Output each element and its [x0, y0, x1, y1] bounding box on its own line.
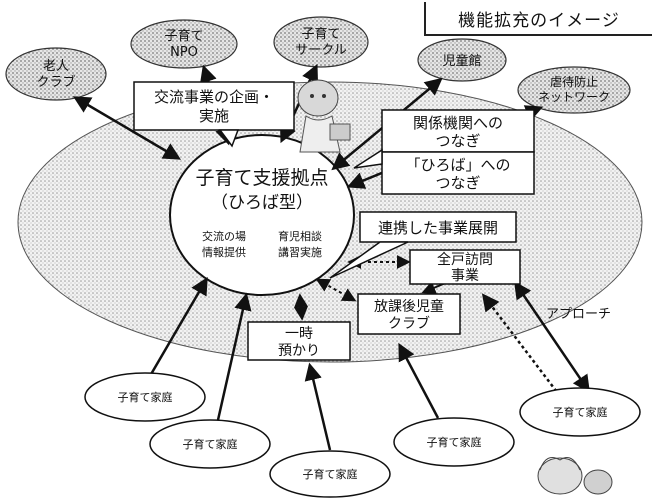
hiroba-box: [381, 151, 535, 195]
temporary-label-2: 預かり: [278, 343, 320, 359]
arrow-family2: [216, 292, 252, 421]
arrow-family1: [148, 276, 208, 377]
abuse-label-2: ネットワーク: [538, 90, 610, 104]
family-label-4: 子育て家庭: [427, 435, 482, 449]
hiroba-label-2: つなぎ: [435, 174, 480, 192]
hub-function-3: 情報提供: [202, 245, 246, 259]
abuse-label-1: 虐待防止: [550, 74, 598, 89]
family-label-5: 子育て家庭: [553, 405, 608, 419]
relations-pointer: [353, 148, 383, 169]
npo-label-1: 子育て: [164, 28, 203, 44]
elderly-label-1: 老人: [43, 59, 69, 74]
relations-label-2: つなぎ: [435, 132, 480, 150]
collab-box: [359, 211, 517, 243]
exchange-box: [133, 81, 295, 131]
approach-label: アプローチ: [546, 307, 611, 322]
exchange-label-1: 交流事業の企画・: [154, 88, 274, 106]
family-node-5: [519, 387, 641, 437]
exchange-label-2: 実施: [199, 107, 229, 125]
arrow-hub-temporary: [294, 293, 308, 321]
afterschool-label-1: 放課後児童: [374, 298, 444, 315]
family-node-4: [393, 417, 515, 467]
hub-title: 子育て支援拠点: [195, 167, 328, 189]
arrow-hub-afterschool: [315, 278, 357, 302]
relations-label-1: 関係機関への: [413, 114, 503, 132]
temporary-box: [247, 321, 351, 361]
npo-label-2: NPO: [170, 45, 198, 60]
staff-illustration: [297, 79, 351, 153]
temporary-label-1: 一時: [285, 326, 313, 342]
arrow-family3: [304, 362, 332, 451]
hub-function-4: 講習実施: [278, 245, 322, 259]
relations-box: [381, 109, 535, 153]
family-label-1: 子育て家庭: [118, 390, 173, 404]
afterschool-label-2: クラブ: [388, 315, 430, 332]
abuse-network-node: [517, 66, 631, 114]
diagram-title: 機能拡充のイメージ: [424, 2, 652, 36]
elderly-club-node: [5, 47, 107, 101]
hiroba-label-1: 「ひろば」への: [405, 156, 510, 174]
kids-hall-label: 児童館: [442, 53, 481, 69]
exchange-box-pointer: [218, 129, 240, 148]
elderly-label-2: クラブ: [36, 74, 75, 90]
hub-subtitle: （ひろば型）: [211, 193, 313, 213]
child-illustration: [537, 457, 613, 495]
hub-function-2: 育児相談: [278, 229, 322, 243]
parenting-circle-node: [273, 16, 369, 68]
family-node-2: [149, 419, 271, 469]
arrow-family4: [398, 342, 440, 419]
family-label-3: 子育て家庭: [303, 467, 358, 481]
family-node-1: [84, 372, 206, 422]
visit-label-1: 全戸訪問: [437, 251, 493, 268]
visit-label-2: 事業: [451, 268, 479, 284]
family-label-2: 子育て家庭: [183, 437, 238, 451]
arrow-family5-dotted: [481, 293, 561, 397]
collab-label: 連携した事業展開: [378, 219, 498, 237]
arrow-family5-approach: [514, 281, 590, 393]
collab-pointer: [329, 241, 409, 279]
npo-node: [130, 19, 238, 69]
hub-function-1: 交流の場: [202, 229, 246, 243]
arrow-elderly: [72, 96, 182, 160]
support-hub-circle: [169, 134, 355, 296]
afterschool-box: [357, 293, 461, 335]
family-node-3: [269, 450, 391, 498]
circle-label-1: 子育て: [301, 26, 340, 42]
childrens-hall-node: [417, 38, 507, 82]
visit-box: [409, 249, 521, 285]
circle-label-2: サークル: [295, 43, 347, 58]
